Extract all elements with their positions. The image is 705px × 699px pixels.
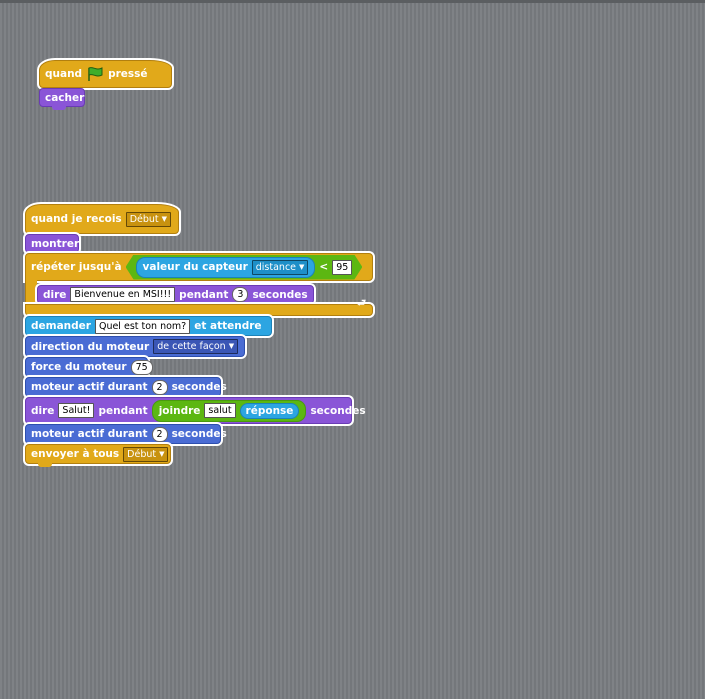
less-than-operator-block[interactable]: valeur du capteur distance ▼ < 95 [126,255,363,280]
broadcast-message-value: Début [127,448,157,460]
repeat-until-block[interactable]: répéter jusqu'à valeur du capteur distan… [25,253,373,281]
threshold-input[interactable]: 95 [332,260,352,275]
when-i-receive-hat-block[interactable]: quand je recois Début ▼ [25,204,179,234]
ask-wait-label: et attendre [194,320,262,332]
say2-seconds-label: secondes [310,404,366,417]
dropdown-arrow-icon: ▼ [159,449,165,458]
motor-on2-label: moteur actif durant [31,428,148,440]
sensor-value-label: valeur du capteur [142,261,248,273]
join-label: joindre [158,404,201,417]
motor-on-label: moteur actif durant [31,381,148,393]
motor-on-seconds-label: secondes [171,381,227,393]
ask-text-input[interactable]: Quel est ton nom? [94,318,191,334]
motor-on2-seconds-input[interactable]: 2 [151,426,168,442]
join-reporter[interactable]: joindre salut réponse [151,399,307,422]
hat-pressed-label: pressé [108,68,148,80]
say-for-label: pendant [179,288,229,301]
motor-direction-value: de cette façon [157,341,226,352]
dropdown-arrow-icon: ▼ [161,214,168,223]
say2-for-label: pendant [98,404,148,417]
receive-message-dropdown[interactable]: Début ▼ [125,211,172,227]
motor-on-seconds-input[interactable]: 2 [151,379,168,395]
say-seconds-input[interactable]: 3 [232,287,249,302]
say-seconds-label: secondes [252,288,308,301]
receive-message-value: Début [129,213,159,225]
say-label: dire [43,288,67,301]
repeat-until-arm [25,280,37,306]
ask-label: demander [31,320,91,332]
broadcast-label: envoyer à tous [31,448,120,460]
motor-power-label: force du moteur [31,361,127,373]
say-text-input[interactable]: Bienvenue en MSI!!! [70,287,176,302]
sensor-name-dropdown[interactable]: distance ▼ [252,260,309,275]
dropdown-arrow-icon: ▼ [299,262,305,271]
operator-symbol: < [319,261,329,273]
say-for-secs-block[interactable]: dire Bienvenue en MSI!!! pendant 3 secon… [37,285,314,304]
hide-block[interactable]: cacher [39,88,85,110]
motor-on-for-block-2[interactable]: moteur actif durant 2 secondes [25,424,227,444]
repeat-until-label: répéter jusqu'à [31,261,122,273]
motor-on2-seconds-label: secondes [171,428,227,440]
answer-label: réponse [245,404,294,417]
hide-label: cacher [45,91,85,104]
green-flag-icon [86,66,104,82]
motor-direction-block[interactable]: direction du moteur de cette façon ▼ [25,336,245,357]
answer-reporter[interactable]: réponse [239,402,300,419]
repeat-until-footer: ⮐ [25,298,373,316]
broadcast-message-dropdown[interactable]: Début ▼ [123,446,169,462]
receive-label: quand je recois [31,213,122,225]
show-block[interactable]: montrer [25,234,79,253]
sensor-value-reporter[interactable]: valeur du capteur distance ▼ [136,257,316,278]
say2-label: dire [31,404,55,417]
join-text-input[interactable]: salut [204,403,236,418]
broadcast-block[interactable]: envoyer à tous Début ▼ [25,444,171,467]
canvas-top-border [0,0,705,3]
motor-direction-dropdown[interactable]: de cette façon ▼ [153,339,239,354]
say2-text-input[interactable]: Salut! [58,403,95,418]
when-flag-clicked-hat-block[interactable]: quand pressé [39,60,172,88]
ask-and-wait-block[interactable]: demander Quel est ton nom? et attendre [25,316,272,336]
scripts-area[interactable]: quand pressé cacher quand je recois Débu… [0,3,705,699]
motor-direction-label: direction du moteur [31,340,150,353]
hat-when-label: quand [45,68,83,80]
motor-power-input[interactable]: 75 [130,359,153,375]
loop-arrow-icon: ⮐ [357,298,366,309]
sensor-name-value: distance [255,261,297,273]
motor-power-block[interactable]: force du moteur 75 [25,357,153,377]
dropdown-arrow-icon: ▼ [228,342,235,350]
show-label: montrer [31,237,80,250]
say-join-for-secs-block[interactable]: dire Salut! pendant joindre salut répons… [25,397,366,424]
motor-on-for-block[interactable]: moteur actif durant 2 secondes [25,377,227,397]
